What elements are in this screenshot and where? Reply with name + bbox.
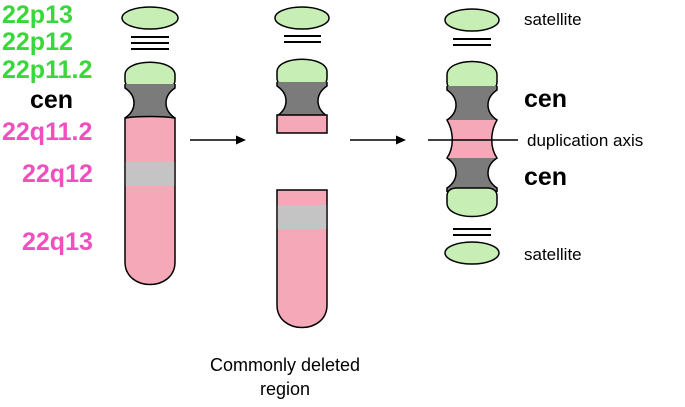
centromere-top <box>447 86 497 120</box>
label-duplication-axis: duplication axis <box>527 131 643 150</box>
q12-band <box>277 205 327 229</box>
q12-band <box>125 162 175 186</box>
satellite-top <box>444 8 500 32</box>
arrow-right-icon <box>190 135 246 145</box>
label-22q12: 22q12 <box>22 160 93 188</box>
label-cen-bottom: cen <box>524 163 567 191</box>
label-cen-top: cen <box>524 85 567 113</box>
duplicated-q11-2 <box>447 120 497 158</box>
caption-line-2: region <box>260 379 310 399</box>
caption-line-1: Commonly deleted <box>210 355 360 375</box>
satellite-p13 <box>121 6 179 30</box>
deleted-fragment <box>276 189 328 329</box>
chromosome-outline <box>276 82 328 117</box>
label-22p11-2: 22p11.2 <box>2 56 92 84</box>
p-arm-bottom <box>446 187 498 218</box>
label-22q13: 22q13 <box>22 228 93 256</box>
label-satellite-top: satellite <box>524 10 582 29</box>
q11-2-remnant <box>276 114 328 134</box>
label-22p12: 22p12 <box>2 28 73 56</box>
centromere <box>277 82 327 116</box>
chromosome-outline <box>124 84 176 119</box>
centromere-bottom <box>447 158 497 192</box>
q-arm <box>124 115 176 286</box>
normal-chromosome <box>121 6 179 286</box>
label-cen: cen <box>30 86 73 114</box>
arrow-right-icon <box>350 135 406 145</box>
satellite-p13 <box>274 6 330 30</box>
label-satellite-bottom: satellite <box>524 245 582 264</box>
satellite-bottom <box>444 241 500 265</box>
label-22p13: 22p13 <box>2 1 73 29</box>
upper-fragment <box>274 6 330 134</box>
dicentric-chromosome <box>444 8 500 265</box>
centromere <box>125 84 175 120</box>
p-arm <box>276 58 328 87</box>
label-22q11-2: 22q11.2 <box>2 118 92 146</box>
p-arm-top <box>446 60 498 91</box>
